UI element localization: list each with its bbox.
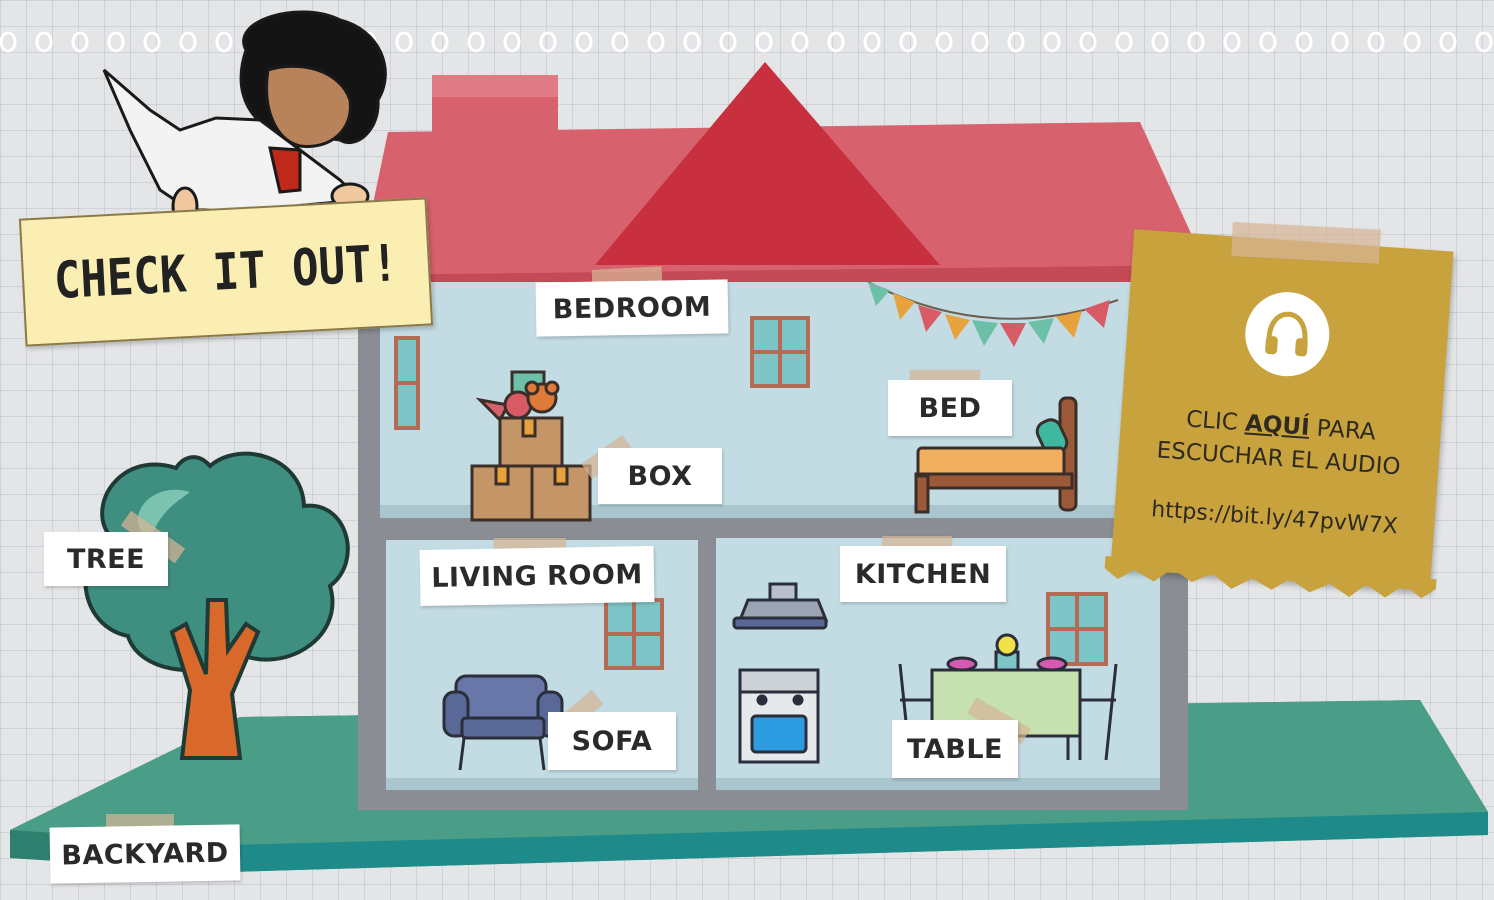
label-box: BOX xyxy=(598,448,722,504)
audio-link-aqui[interactable]: AQUÍ xyxy=(1244,410,1310,440)
tree-illustration xyxy=(85,454,347,758)
label-bed: BED xyxy=(888,380,1012,436)
label-backyard: BACKYARD xyxy=(50,824,241,883)
window-bedroom xyxy=(752,318,808,386)
window-kitchen xyxy=(1048,594,1106,664)
check-it-out-banner: CHECK IT OUT! xyxy=(19,197,433,346)
label-tree: TREE xyxy=(44,532,168,586)
banner-text: CHECK IT OUT! xyxy=(53,234,400,311)
window-living xyxy=(606,600,662,668)
label-sofa: SOFA xyxy=(548,712,676,770)
audio-url[interactable]: https://bit.ly/47pvW7X xyxy=(1150,497,1398,539)
stove-illustration xyxy=(740,670,818,762)
headphones-button[interactable] xyxy=(1242,289,1332,379)
label-table: TABLE xyxy=(892,720,1018,778)
window-side xyxy=(396,338,418,428)
label-bedroom: BEDROOM xyxy=(536,279,729,336)
label-kitchen: KITCHEN xyxy=(840,546,1006,602)
label-living-room: LIVING ROOM xyxy=(420,546,655,606)
audio-line1-suffix: PARA xyxy=(1309,415,1377,446)
headphones-icon xyxy=(1258,305,1316,363)
audio-line1-prefix: CLIC xyxy=(1185,406,1246,436)
character-illustration xyxy=(104,12,385,224)
audio-note[interactable]: CLIC AQUÍ PARA ESCUCHAR EL AUDIO https:/… xyxy=(1111,229,1454,590)
audio-instructions: CLIC AQUÍ PARA ESCUCHAR EL AUDIO xyxy=(1156,401,1404,484)
